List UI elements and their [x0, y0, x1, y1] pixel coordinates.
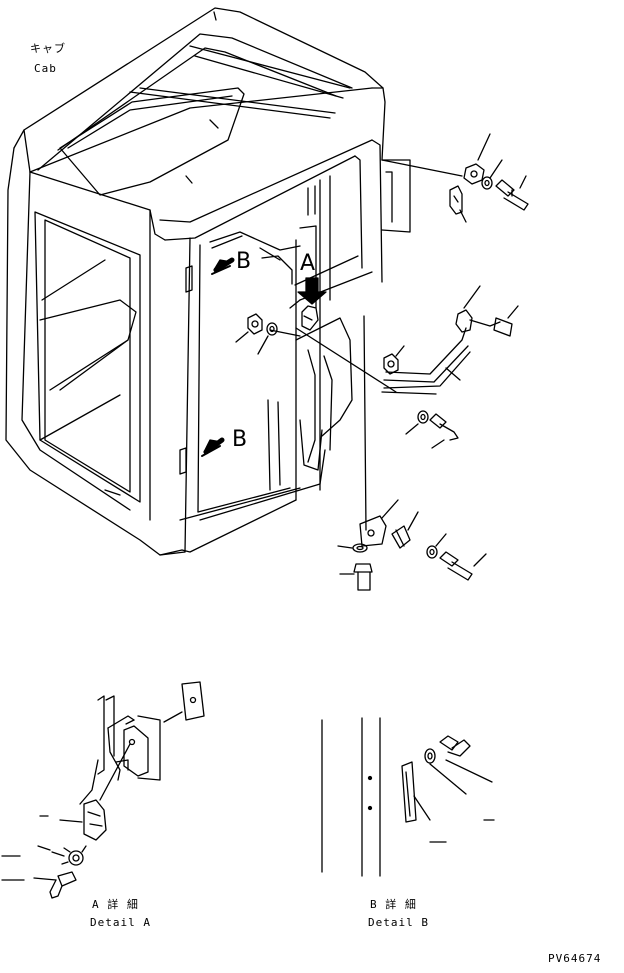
cab-label-en: Cab: [34, 62, 57, 75]
detail-b-title-en: Detail B: [368, 916, 429, 929]
washer-door-left: [257, 322, 278, 355]
cab-label-jp: キャブ: [30, 41, 66, 55]
detail-b-drawing: [321, 717, 495, 877]
cover-bottom: [391, 511, 419, 549]
detail-a-title-jp: A 詳 細: [92, 897, 139, 911]
bolt-top-right: [495, 175, 529, 211]
clip-stay: [455, 285, 481, 333]
washer-bottom-right: [426, 533, 447, 559]
stay-rod: [381, 327, 471, 395]
view-b-upper-label: B: [236, 249, 251, 274]
nut-stay: [383, 345, 405, 375]
view-a-label: A: [300, 251, 315, 276]
arrow-b-upper: [211, 257, 235, 275]
bolt-stay-lower: [429, 413, 459, 449]
detail-b-title-jp: B 詳 細: [370, 897, 417, 911]
drawing-part-number: PV64674: [548, 952, 601, 965]
bolt-bottom-right: [439, 551, 487, 581]
clip-top-right: [449, 185, 467, 223]
detail-a-title-en: Detail A: [90, 916, 151, 929]
arrow-a: [297, 277, 327, 331]
nut-door-left: [235, 313, 263, 343]
view-b-lower-label: B: [232, 427, 247, 452]
bracket-bottom: [359, 499, 399, 547]
arrow-b-lower: [201, 437, 225, 457]
washer-top-right: [481, 159, 503, 190]
detail-a-drawing: [1, 681, 205, 899]
washer-bottom-left: [337, 543, 368, 553]
washer-stay: [405, 410, 429, 435]
bolt-bottom-left: [339, 563, 373, 591]
cab-body: [5, 7, 411, 556]
bolt-stay: [469, 305, 519, 337]
leader-lines: [269, 159, 463, 531]
